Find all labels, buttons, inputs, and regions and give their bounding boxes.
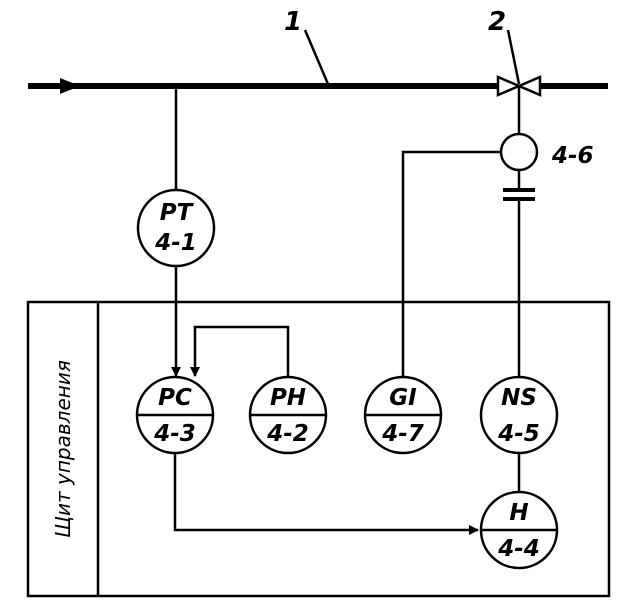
instrument-gi-number: 4-7: [381, 421, 424, 447]
control-panel-title: Щит управления: [51, 360, 75, 538]
instrument-gi: GI 4-7: [363, 375, 443, 455]
instrument-h-tag: H: [509, 500, 528, 526]
control-valve: [496, 75, 542, 97]
instrument-pc-number: 4-3: [153, 421, 196, 447]
signal-line-pc-h: [173, 453, 479, 535]
instrument-h: H 4-4: [479, 490, 559, 570]
instrument-ph-number: 4-2: [266, 421, 309, 447]
signal-line-gi: [401, 150, 501, 378]
instrument-ns-number: 4-5: [497, 421, 540, 447]
actuator-label: 4-6: [551, 143, 594, 169]
instrument-pt: PT 4-1: [136, 188, 216, 268]
instrument-pc: PC 4-3: [135, 375, 215, 455]
callout-leader-pipeline: [303, 29, 330, 85]
instrument-pc-tag: PC: [158, 385, 192, 411]
instrument-pt-tag: PT: [160, 200, 195, 226]
instrument-ph-tag: PH: [270, 385, 306, 411]
control-panel: [26, 300, 611, 598]
instrument-h-number: 4-4: [497, 536, 540, 562]
callout-pipeline: 1: [284, 7, 302, 37]
signal-line-ph-pc: [190, 325, 290, 377]
pipeline: [28, 78, 608, 94]
instrument-ns: NS 4-5: [479, 375, 559, 455]
instrument-pt-number: 4-1: [154, 230, 197, 256]
flow-arrow-icon: [60, 78, 80, 94]
callout-valve: 2: [488, 7, 506, 37]
instrument-ph: PH 4-2: [248, 375, 328, 455]
valve-actuator: [499, 132, 539, 172]
instrument-gi-tag: GI: [389, 385, 417, 411]
callout-leader-valve: [506, 29, 521, 85]
instrument-ns-tag: NS: [501, 385, 537, 411]
